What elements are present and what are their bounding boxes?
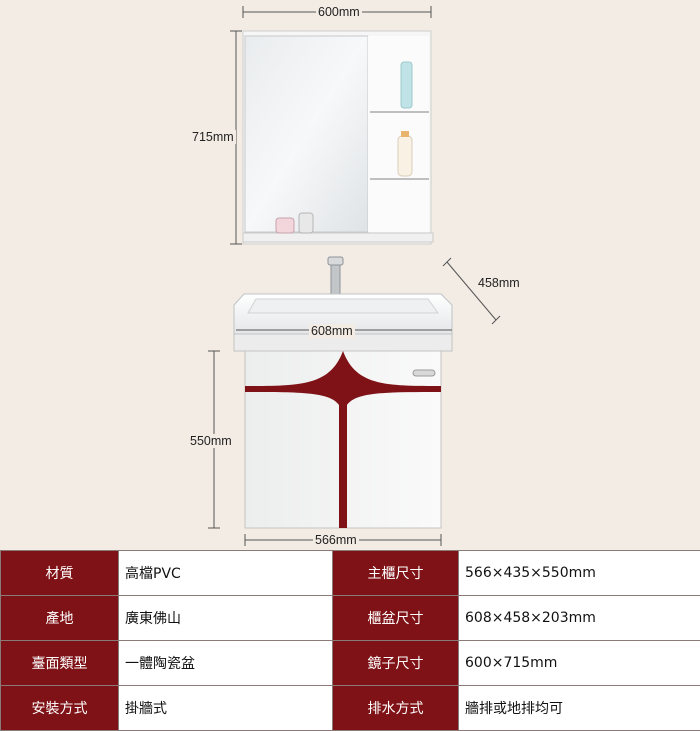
spec-label: 櫃盆尺寸 [332, 595, 459, 641]
vanity-illustration [208, 6, 501, 546]
spec-label: 安裝方式 [0, 685, 119, 731]
spec-label: 產地 [0, 595, 119, 641]
spec-table: 材質 高檔PVC 主櫃尺寸 566×435×550mm 產地 廣東佛山 櫃盆尺寸… [0, 550, 700, 731]
cabinet-height-label: 550mm [188, 434, 234, 448]
spec-value: 廣東佛山 [118, 595, 333, 641]
mirror-cabinet [242, 30, 434, 245]
spec-value: 608×458×203mm [458, 595, 700, 641]
table-row: 產地 廣東佛山 櫃盆尺寸 608×458×203mm [0, 595, 700, 641]
cabinet [244, 350, 442, 529]
mirror-width-label: 600mm [316, 5, 362, 19]
basin-width-label: 608mm [309, 324, 355, 338]
basin [233, 293, 453, 352]
spec-label: 材質 [0, 550, 119, 596]
spec-value: 高檔PVC [118, 550, 333, 596]
spec-label: 鏡子尺寸 [332, 640, 459, 686]
spec-label: 臺面類型 [0, 640, 119, 686]
table-row: 安裝方式 掛牆式 排水方式 牆排或地排均可 [0, 685, 700, 731]
spec-label: 排水方式 [332, 685, 459, 731]
spec-value: 牆排或地排均可 [458, 685, 700, 731]
spec-value: 566×435×550mm [458, 550, 700, 596]
mirror-height-label: 715mm [190, 130, 236, 144]
dimension-lines [208, 6, 501, 546]
spec-value: 600×715mm [458, 640, 700, 686]
product-diagram: 600mm 715mm 458mm 608mm 550mm 566mm [188, 5, 522, 547]
spec-value: 掛牆式 [118, 685, 333, 731]
cabinet-width-label: 566mm [313, 533, 359, 547]
basin-depth-label: 458mm [476, 276, 522, 290]
table-row: 材質 高檔PVC 主櫃尺寸 566×435×550mm [0, 550, 700, 596]
spec-label: 主櫃尺寸 [332, 550, 459, 596]
spec-value: 一體陶瓷盆 [118, 640, 333, 686]
faucet [327, 256, 344, 297]
table-row: 臺面類型 一體陶瓷盆 鏡子尺寸 600×715mm [0, 640, 700, 686]
